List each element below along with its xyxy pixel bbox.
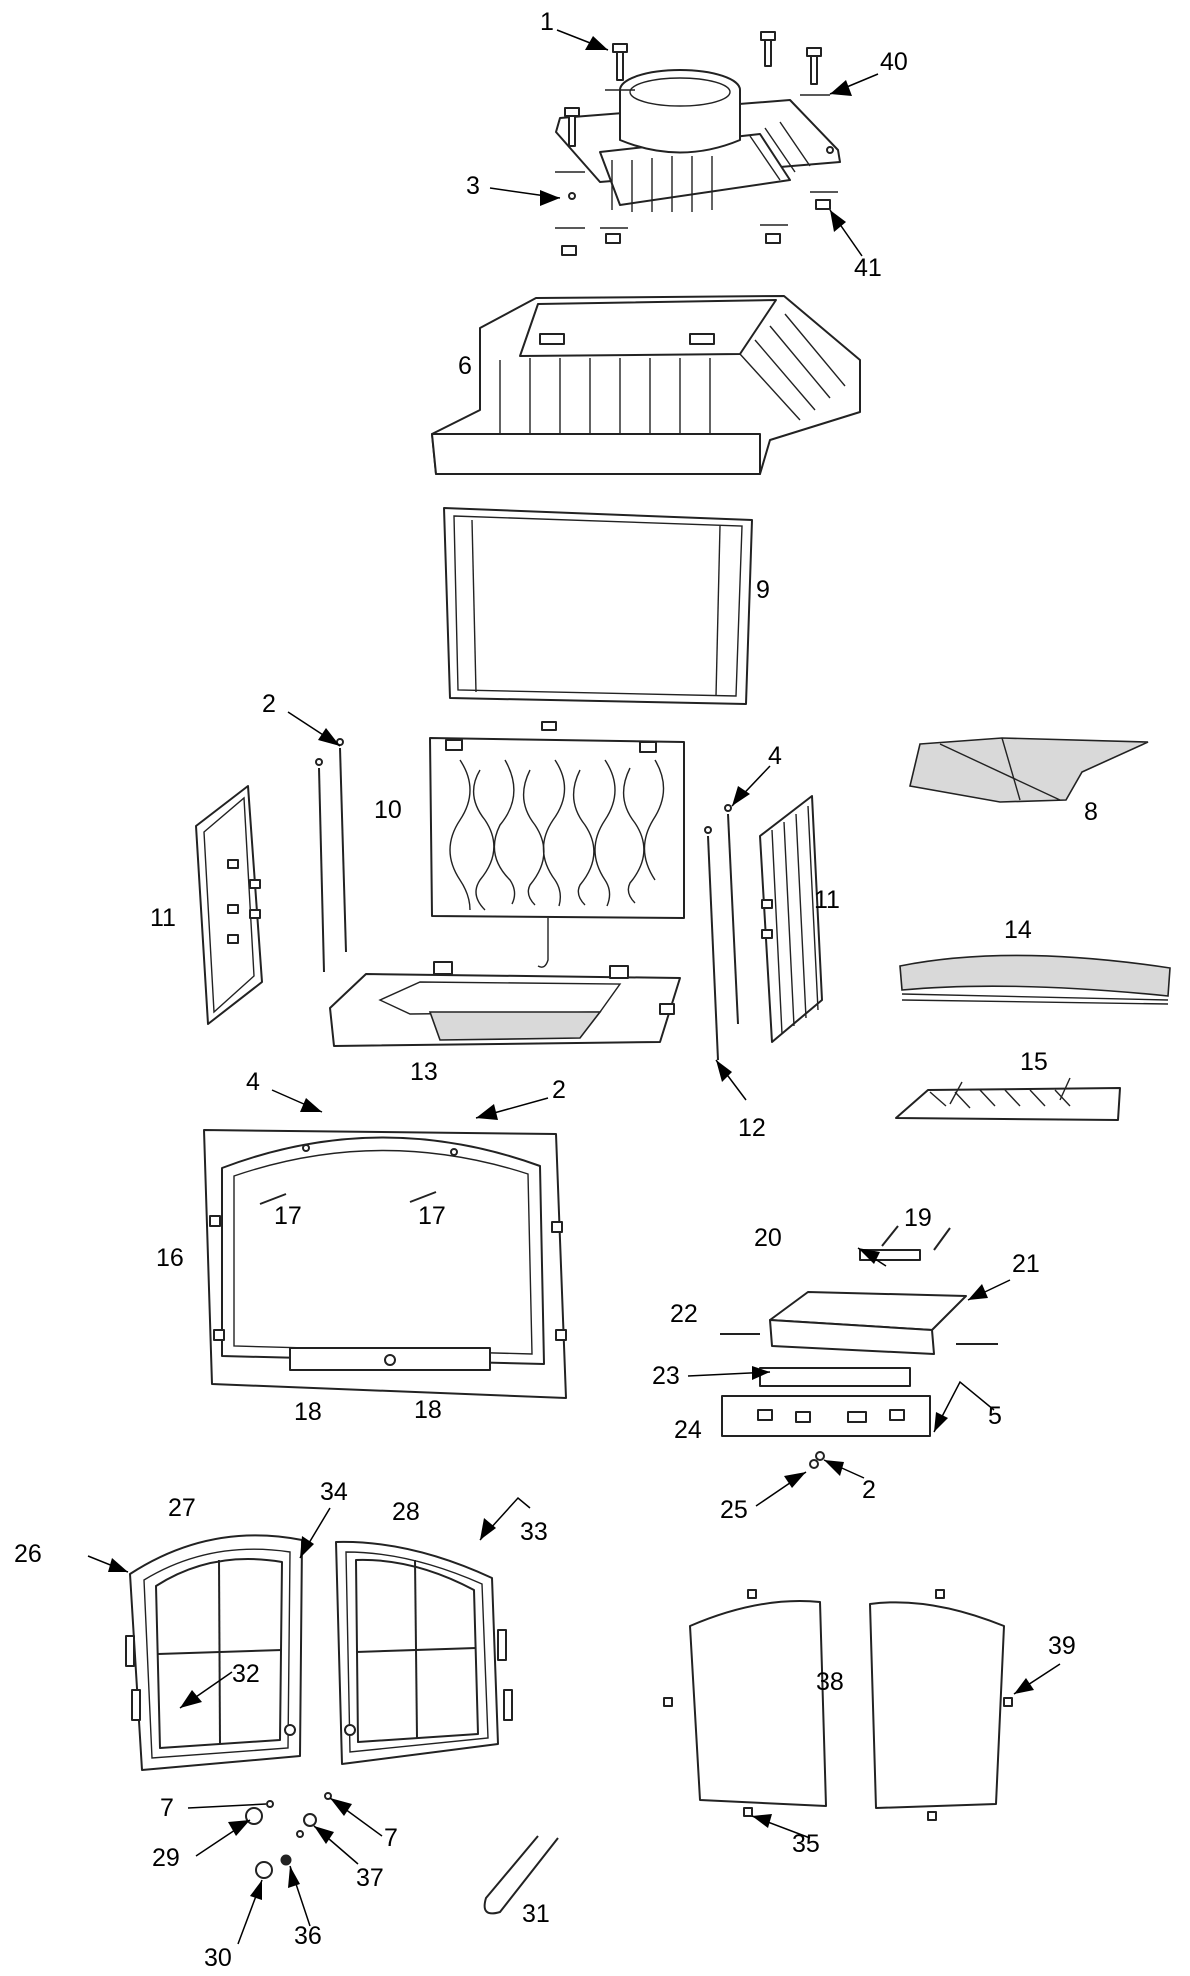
nut-icon	[555, 191, 838, 256]
label-10: 10	[374, 796, 402, 824]
label-23: 23	[652, 1362, 680, 1390]
label-13: 13	[410, 1058, 438, 1086]
bolt-icon	[800, 47, 830, 96]
label-11-left: 11	[150, 904, 176, 932]
bolt-icon	[555, 107, 585, 173]
label-32: 32	[232, 1660, 260, 1688]
curved-bar-part	[899, 954, 1171, 1005]
label-4-left: 4	[246, 1068, 260, 1096]
rod-left-part	[315, 738, 347, 973]
label-31: 31	[522, 1900, 550, 1928]
label-11-right: 11	[814, 886, 840, 914]
label-12: 12	[738, 1114, 766, 1142]
label-15: 15	[1020, 1048, 1048, 1076]
label-26: 26	[14, 1540, 42, 1568]
label-18-left: 18	[294, 1398, 322, 1426]
label-2-bottom: 2	[862, 1476, 876, 1504]
label-29: 29	[152, 1844, 180, 1872]
label-35: 35	[792, 1830, 820, 1858]
hood-part	[909, 737, 1149, 803]
label-6: 6	[458, 352, 472, 380]
label-20: 20	[754, 1224, 782, 1252]
air-control-assembly-part	[720, 1225, 998, 1469]
label-19: 19	[904, 1204, 932, 1232]
glass-panel-right-part	[869, 1589, 1013, 1821]
label-33: 33	[520, 1518, 548, 1546]
flame-panel-part	[429, 721, 685, 968]
door-handle-hardware-icon	[245, 1792, 332, 1879]
label-27: 27	[168, 1494, 196, 1522]
label-22: 22	[670, 1300, 698, 1328]
label-16: 16	[156, 1244, 184, 1272]
label-38: 38	[816, 1668, 844, 1696]
glass-panel-left-part	[663, 1589, 827, 1817]
label-9: 9	[756, 576, 770, 604]
label-28: 28	[392, 1498, 420, 1526]
label-7-right: 7	[384, 1824, 398, 1852]
label-8: 8	[1084, 798, 1098, 826]
bolt-1-icon	[605, 43, 635, 91]
leader-lines	[87, 29, 1061, 1945]
baffle-frame-part	[443, 507, 753, 705]
label-41: 41	[854, 254, 882, 282]
label-25: 25	[720, 1496, 748, 1524]
base-tray-part	[329, 961, 681, 1047]
left-side-panel-part	[195, 785, 263, 1025]
label-30: 30	[204, 1944, 232, 1972]
label-34: 34	[320, 1478, 348, 1506]
label-24: 24	[674, 1416, 702, 1444]
right-door-part	[335, 1540, 513, 1765]
part-labels: 1 40 3 41 6 9 2 10 4 8 11 11 14 13 15 4 …	[14, 8, 1098, 1972]
left-door-part	[125, 1534, 303, 1771]
label-37: 37	[356, 1864, 384, 1892]
rod-right-part	[704, 804, 739, 1061]
label-39: 39	[1048, 1632, 1076, 1660]
label-5: 5	[988, 1402, 1002, 1430]
label-4-right: 4	[768, 742, 782, 770]
label-14: 14	[1004, 916, 1032, 944]
label-40: 40	[880, 48, 908, 76]
label-36: 36	[294, 1922, 322, 1950]
top-box-part	[431, 295, 861, 475]
door-frame-part	[203, 1129, 567, 1399]
label-2-mid: 2	[552, 1076, 566, 1104]
right-side-panel-part	[759, 795, 823, 1043]
label-3: 3	[466, 172, 480, 200]
bolt-icon	[760, 31, 776, 67]
label-7-left: 7	[160, 1794, 174, 1822]
label-17-left: 17	[274, 1202, 302, 1230]
label-18-right: 18	[414, 1396, 442, 1424]
label-1: 1	[540, 8, 554, 36]
grate-part	[895, 1077, 1121, 1121]
label-21: 21	[1012, 1250, 1040, 1278]
poker-hook-part	[483, 1835, 559, 1915]
label-2-top: 2	[262, 690, 276, 718]
label-17-right: 17	[418, 1202, 446, 1230]
flue-collar-part	[555, 69, 841, 212]
